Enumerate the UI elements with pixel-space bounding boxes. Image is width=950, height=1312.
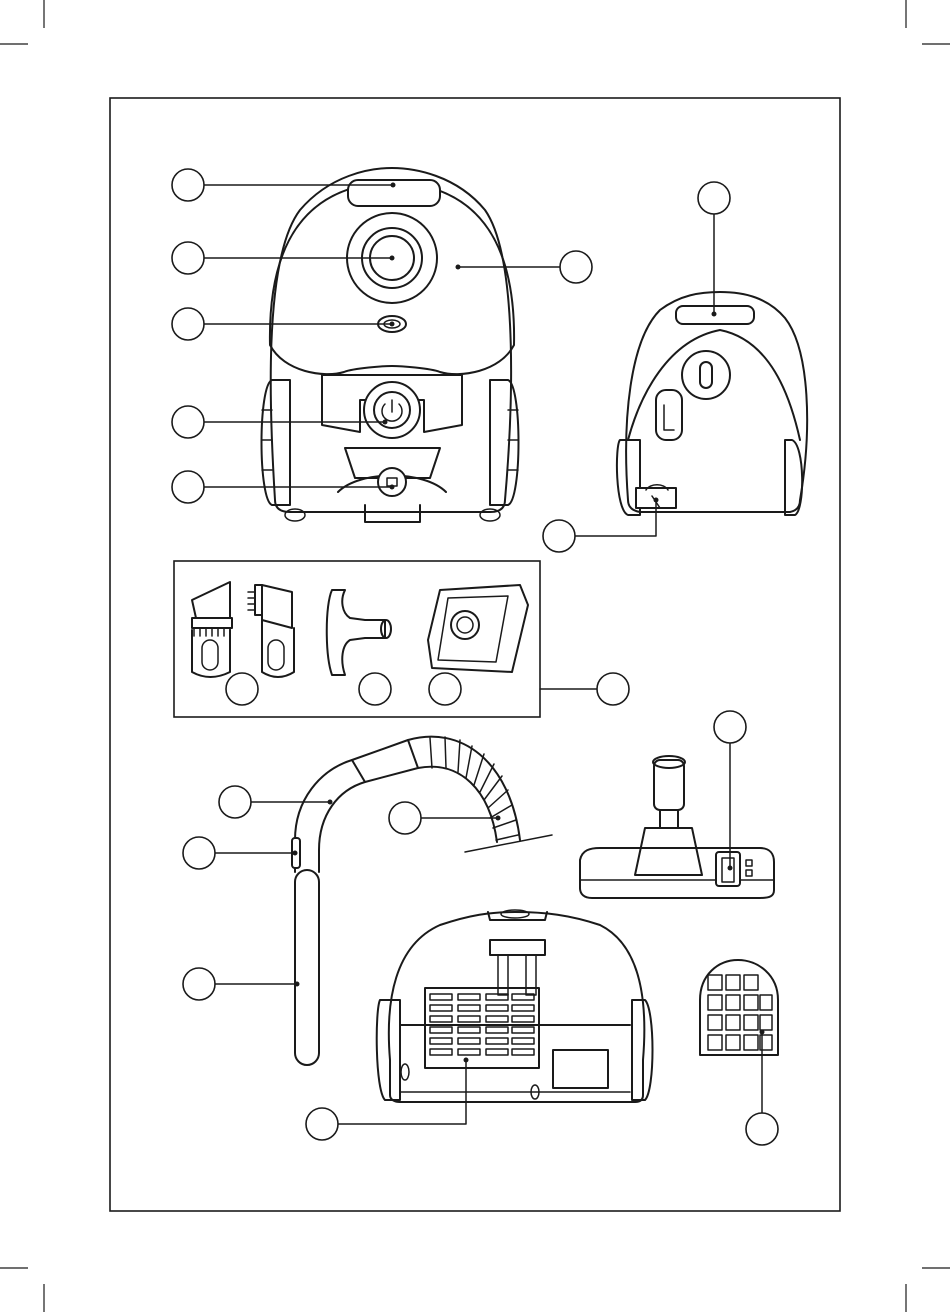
callout-dust-bag <box>429 673 461 705</box>
floor-nozzle <box>580 756 774 898</box>
vacuum-front-view <box>262 168 519 522</box>
callout-side-handle <box>698 182 730 214</box>
callout-cord-rewind <box>172 471 204 503</box>
combination-brush <box>248 585 294 677</box>
callout-floor-nozzle-pedal <box>714 711 746 743</box>
callout-accessory-brush <box>226 673 258 705</box>
brush-attachment <box>192 582 232 677</box>
callout-hose-handle <box>219 786 251 818</box>
callout-body-lid <box>560 251 592 283</box>
callout-crevice-tool <box>359 673 391 705</box>
exhaust-filter-illustration <box>700 960 778 1055</box>
vacuum-bottom-view <box>377 910 653 1102</box>
callout-exhaust-filter-grill <box>306 1108 338 1140</box>
callout-bag-indicator <box>172 308 204 340</box>
callout-telescopic-tube <box>183 968 215 1000</box>
vacuum-rear-view <box>617 292 807 515</box>
callout-handle-top <box>172 169 204 201</box>
callout-hose-inlet <box>172 242 204 274</box>
callout-exhaust-filter <box>746 1113 778 1145</box>
callout-accessories-set <box>597 673 629 705</box>
upholstery-nozzle <box>327 590 391 675</box>
callout-suction-slider <box>183 837 215 869</box>
dust-bag-illustration <box>428 585 528 672</box>
callout-power-regulator <box>543 520 575 552</box>
callout-power-button <box>172 406 204 438</box>
callout-flexible-hose <box>389 802 421 834</box>
